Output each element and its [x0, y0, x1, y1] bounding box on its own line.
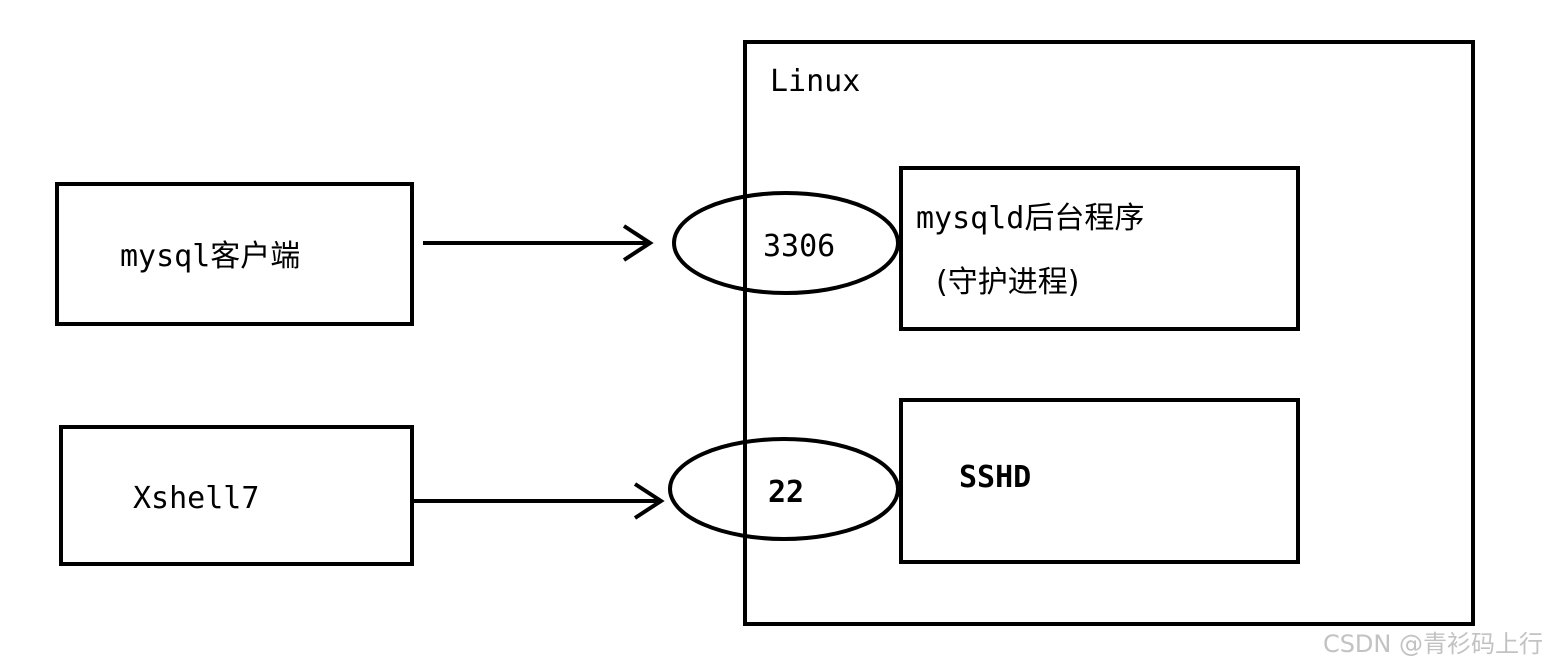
sshd-service-label: SSHD [959, 460, 1031, 495]
port-22-label: 22 [768, 475, 804, 510]
watermark-text: CSDN @青衫码上行 [1322, 630, 1543, 658]
linux-label: Linux [770, 64, 860, 99]
linux-server-box [743, 40, 1475, 626]
mysql-client-box [55, 182, 414, 326]
port-3306-label: 3306 [763, 229, 835, 264]
sshd-service-box [899, 398, 1300, 564]
xshell-client-label: Xshell7 [133, 481, 259, 516]
mysqld-service-sublabel: (守护进程) [936, 265, 1079, 300]
port-22-ellipse [668, 437, 900, 541]
mysqld-service-label: mysqld后台程序 [916, 201, 1144, 236]
mysql-client-label: mysql客户端 [120, 239, 300, 274]
xshell-client-box [59, 425, 414, 566]
arrow-xshell-to-22 [413, 482, 665, 520]
mysqld-service-box [899, 166, 1300, 331]
port-3306-ellipse [672, 191, 900, 295]
arrow-mysql-to-3306 [423, 224, 654, 262]
